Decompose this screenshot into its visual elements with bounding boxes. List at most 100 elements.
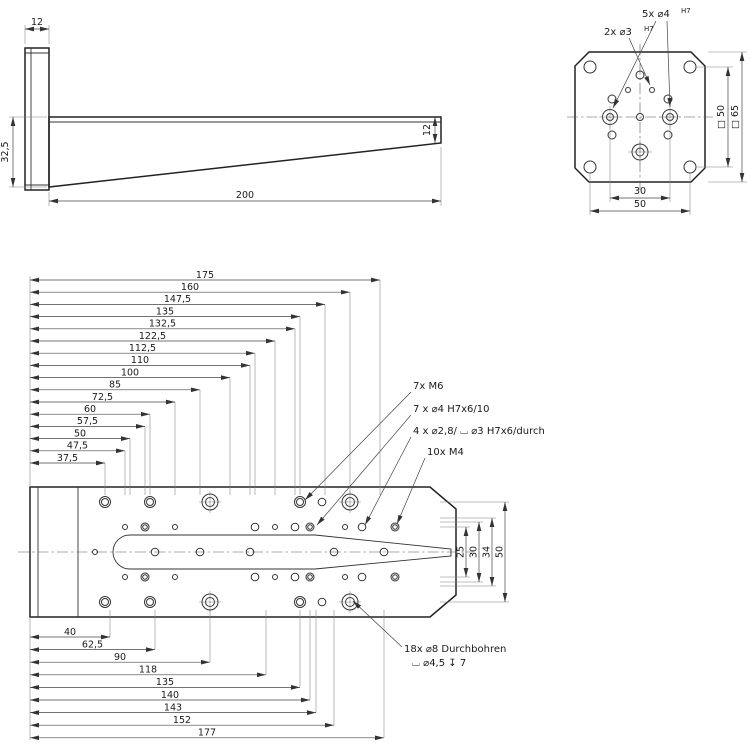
dimension-label: 32,5 <box>0 141 11 162</box>
hole <box>245 547 255 557</box>
leader-line <box>396 457 426 525</box>
dimension-label: 34 <box>482 546 493 558</box>
hole <box>92 549 98 555</box>
dimension-label: 25 <box>456 546 467 558</box>
hole <box>583 160 597 174</box>
dimension-label: 122,5 <box>139 331 166 342</box>
dimension-label: 50 <box>634 199 646 210</box>
hole <box>290 522 300 532</box>
end-plate-outline <box>574 51 706 183</box>
hole <box>625 87 631 93</box>
top-view: 175160147,5135132,5122,5112,51101008572,… <box>18 270 545 741</box>
dimension-label: 112,5 <box>129 343 156 354</box>
hole <box>296 498 304 506</box>
leader-line <box>316 414 412 526</box>
hole <box>307 524 313 530</box>
dimension-label: 143 <box>164 702 182 713</box>
dimension-label: 62,5 <box>82 639 103 650</box>
callout-label: H7 <box>681 7 691 15</box>
arm-outline <box>48 116 442 188</box>
dimension-label: 72,5 <box>92 392 113 403</box>
hole <box>317 497 327 507</box>
callout-label: 7x M6 <box>413 381 443 392</box>
callout-label: ⌴ ⌀4,5 ↧ 7 <box>412 658 466 669</box>
callout-label: 2x ⌀3 <box>604 27 632 38</box>
hole <box>172 524 178 530</box>
hole <box>144 496 156 508</box>
hole <box>122 524 128 530</box>
upper-dims: 175160147,5135132,5122,5112,51101008572,… <box>30 270 381 495</box>
dimension-label: 100 <box>121 367 139 378</box>
hole <box>142 574 148 580</box>
dimension-label: 30 <box>634 186 646 197</box>
dimension-label: 40 <box>64 627 76 638</box>
hole <box>250 572 260 582</box>
callout-label: 18x ⌀8 Durchbohren <box>404 644 506 655</box>
hole <box>307 574 313 580</box>
dimension-label: 200 <box>236 190 254 201</box>
dimension-label: 90 <box>114 652 126 663</box>
dimension-label: 160 <box>181 282 199 293</box>
hole <box>294 596 306 608</box>
dimension-label: 57,5 <box>77 416 98 427</box>
hole <box>144 596 156 608</box>
dimension-label: 47,5 <box>67 441 88 452</box>
callout-label: H7 <box>644 25 654 33</box>
dimension-label: 177 <box>198 728 216 739</box>
leader-line <box>364 436 412 526</box>
hole <box>250 522 260 532</box>
hole <box>635 70 645 80</box>
hole <box>583 60 597 74</box>
hole <box>272 524 278 530</box>
hole <box>357 572 367 582</box>
hole <box>122 574 128 580</box>
hole <box>99 596 111 608</box>
hole <box>140 572 150 582</box>
hole <box>146 498 154 506</box>
slot-outline <box>112 534 452 570</box>
dimension-label: 147,5 <box>164 294 191 305</box>
dimension-label: 110 <box>131 355 149 366</box>
hole <box>305 522 315 532</box>
dimension-label: 50 <box>74 428 86 439</box>
callout-label: 7 x ⌀4 H7x6/10 <box>413 404 489 415</box>
hole <box>296 598 304 606</box>
hole <box>379 547 389 557</box>
dimension-label: 50 <box>495 546 506 558</box>
hole <box>146 598 154 606</box>
dimension-label: 175 <box>196 270 214 281</box>
hole <box>357 522 367 532</box>
end-view: 5x ⌀4 H7 2x ⌀3 H7 □ 50 □ 65 30 50 <box>567 7 747 215</box>
dimension-label: 85 <box>109 380 121 391</box>
callout-label: 10x M4 <box>427 447 464 458</box>
side-view: 12 32,5 12 200 <box>0 17 442 206</box>
dimension-label: 12 <box>31 17 43 28</box>
dimension-label: 118 <box>139 665 157 676</box>
hole <box>683 60 697 74</box>
holes-layer <box>92 491 400 613</box>
dimension-label: 152 <box>173 715 191 726</box>
dimension-label: 135 <box>156 677 174 688</box>
hole <box>392 574 398 580</box>
dimension-label: 60 <box>84 404 96 415</box>
hole <box>317 597 327 607</box>
hole <box>390 572 400 582</box>
hole <box>101 498 109 506</box>
leader-line <box>628 37 651 86</box>
hole <box>342 524 348 530</box>
hole <box>305 572 315 582</box>
leader-line <box>304 391 412 501</box>
hole <box>649 87 655 93</box>
leader-line <box>666 20 673 108</box>
hole <box>636 113 644 121</box>
hole <box>140 522 150 532</box>
dimension-label: □ 50 <box>716 105 727 129</box>
hole <box>195 547 205 557</box>
hole <box>607 130 617 140</box>
dimension-label: 12 <box>422 124 433 136</box>
